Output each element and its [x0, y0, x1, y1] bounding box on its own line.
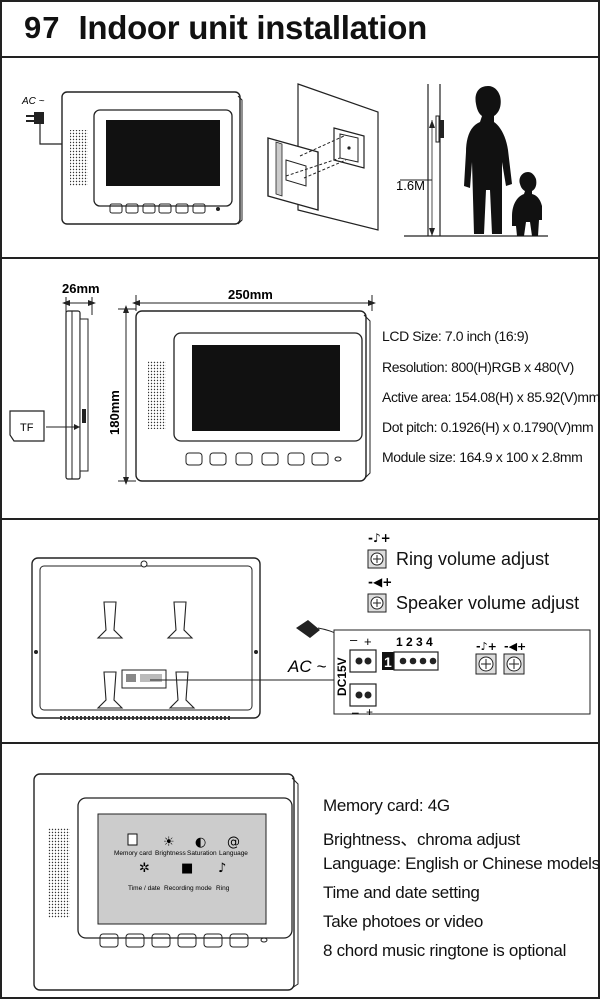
feature-photo-video: Take photoes or video	[323, 912, 484, 931]
plus-sign: +	[366, 705, 373, 719]
svg-text:-♪+: -♪+	[368, 531, 391, 545]
monitor-front-view	[61, 91, 243, 225]
section-divider	[0, 257, 600, 259]
feature-brightness: Brightness、chroma adjust	[323, 830, 520, 849]
ring-volume-label: Ring volume adjust	[396, 549, 550, 569]
feature-memory-card: Memory card: 4G	[323, 796, 450, 815]
dimensions-figure: 26mm TF 180mm 250mm	[9, 281, 376, 485]
spec-lcd-size: LCD Size: 7.0 inch (16:9)	[382, 328, 529, 344]
feature-ringtone: 8 chord music ringtone is optional	[323, 941, 567, 960]
minus-sign: –	[350, 632, 358, 647]
menu-label-recording-mode: Recording mode	[164, 885, 212, 892]
menu-label-brightness: Brightness	[155, 850, 186, 857]
spec-active-area: Active area: 154.08(H) x 85.92(V)mm	[382, 389, 600, 405]
menu-label-time-date: Time / date	[128, 885, 161, 892]
spec-dot-pitch: Dot pitch: 0.1926(H) x 0.1790(V)mm	[382, 419, 594, 435]
svg-text:☀: ☀	[163, 835, 175, 850]
width-dimension-label: 250mm	[228, 287, 273, 302]
svg-text:◐: ◐	[195, 835, 206, 850]
ring-volume-icon: -♪+	[367, 531, 391, 569]
section-divider	[0, 742, 600, 744]
feature-language: Language: English or Chinese models	[323, 854, 600, 873]
svg-text:♪: ♪	[218, 861, 226, 876]
speaker-volume-icon: -◀+	[367, 575, 392, 613]
at-icon: @	[227, 835, 240, 850]
menu-screen-figure: ☀ ◐ @ ✲ ■ ♪ Memory card Brightness Satur…	[33, 773, 299, 991]
svg-text:@: @	[227, 835, 240, 850]
spec-resolution: Resolution: 800(H)RGB x 480(V)	[382, 359, 574, 375]
height-dimension-label: 180mm	[107, 390, 122, 435]
svg-text:■: ■	[181, 861, 193, 876]
tf-card-icon: TF	[9, 410, 80, 442]
depth-dimension-label: 26mm	[62, 281, 100, 296]
contrast-icon: ◐	[195, 835, 206, 850]
page-title: Indoor unit installation	[78, 9, 427, 46]
speaker-volume-label: Speaker volume adjust	[396, 593, 580, 613]
memory-card-icon	[127, 833, 138, 846]
menu-label-ring: Ring	[216, 885, 230, 892]
spec-module-size: Module size: 164.9 x 100 x 2.8mm	[382, 449, 583, 465]
menu-label-language: Language	[219, 850, 248, 857]
section-divider	[0, 518, 600, 520]
installation-overview-figure: AC ~	[21, 83, 548, 237]
menu-label-memory-card: Memory card	[114, 850, 152, 857]
wall-bracket-view	[267, 83, 379, 231]
terminal-panel: DC15V – + – + 1 2 3 4 1 -♪+ -◀+	[333, 629, 591, 719]
svg-text:-◀+: -◀+	[504, 640, 526, 653]
clock-icon: ✲	[139, 861, 150, 876]
tf-card-label: TF	[20, 422, 34, 434]
sun-icon: ☀	[163, 835, 175, 850]
mounting-height-figure: 1.6M	[396, 84, 548, 237]
svg-text:✲: ✲	[139, 861, 150, 876]
svg-text:-♪+: -♪+	[476, 640, 497, 653]
mounting-height-label: 1.6M	[396, 178, 425, 193]
dc-voltage-label: DC15V	[335, 657, 349, 696]
minus-sign: –	[352, 705, 359, 719]
music-note-icon: ♪	[218, 861, 226, 876]
page-number: 97	[24, 10, 61, 45]
camera-icon: ■	[181, 861, 193, 876]
terminal-one-label: 1	[384, 654, 392, 670]
feature-time-date: Time and date setting	[323, 883, 480, 902]
plus-sign: +	[364, 634, 372, 649]
page-header: 97 Indoor unit installation	[0, 0, 600, 58]
terminal-numbers: 1 2 3 4	[396, 635, 433, 649]
monitor-side-view	[65, 310, 89, 480]
ac-adapter-icon	[26, 112, 64, 145]
svg-text:-◀+: -◀+	[368, 575, 392, 589]
monitor-rear-view	[31, 557, 261, 720]
ac-label: AC ~	[21, 96, 45, 107]
rear-wiring-figure: -♪+ -◀+ AC ~	[31, 531, 591, 720]
ac-input-label: AC ~	[287, 657, 326, 676]
monitor-menu-view	[33, 773, 299, 991]
menu-label-saturation: Saturation	[187, 850, 217, 857]
monitor-front-dimension-view	[135, 310, 371, 482]
